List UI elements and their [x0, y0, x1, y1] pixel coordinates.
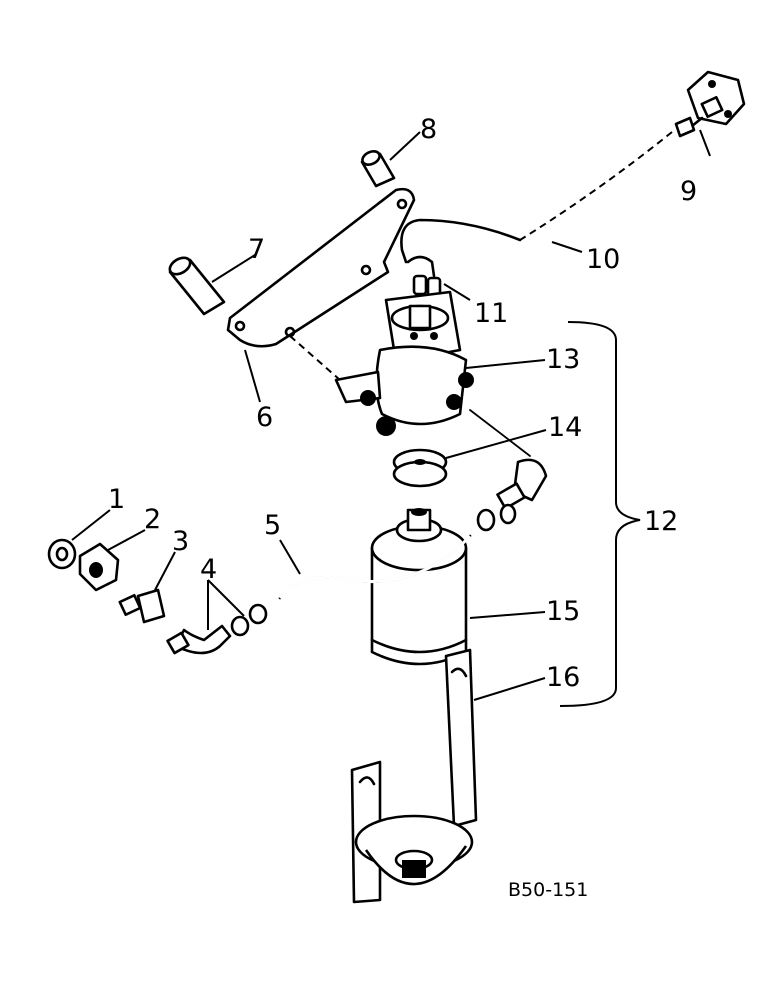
callout-13: 13	[546, 344, 580, 375]
part-11-terminal	[412, 274, 442, 298]
part-3-fitting	[118, 588, 166, 624]
elbow-fitting-right	[476, 458, 548, 532]
part-14-gasket	[392, 448, 448, 488]
part-15-filter-canister	[370, 508, 468, 666]
part-1-washer	[47, 538, 77, 570]
callout-14: 14	[548, 412, 582, 443]
callout-9: 9	[680, 176, 697, 207]
callout-6: 6	[256, 402, 273, 433]
part-16-strap-bracket	[350, 648, 478, 904]
callout-12: 12	[644, 506, 678, 537]
callout-15: 15	[546, 596, 580, 627]
callout-16: 16	[546, 662, 580, 693]
part-13-solenoid-valve	[334, 290, 531, 457]
part-10-wire	[400, 131, 673, 278]
part-9-flange-switch	[674, 70, 746, 138]
part-7-sleeve	[168, 256, 226, 316]
callout-7: 7	[248, 234, 265, 265]
callout-10: 10	[586, 244, 620, 275]
part-5-tube	[278, 534, 472, 600]
callout-3: 3	[172, 526, 189, 557]
callout-8: 8	[420, 114, 437, 145]
part-2-nut	[78, 542, 120, 592]
callout-2: 2	[144, 504, 161, 535]
callout-4: 4	[200, 554, 217, 585]
callout-1: 1	[108, 484, 125, 515]
part-6-bracket	[226, 187, 416, 381]
part-8-bushing	[360, 150, 396, 188]
callout-5: 5	[264, 510, 281, 541]
figure-code: B50-151	[508, 879, 588, 901]
leader-lines	[71, 129, 711, 707]
part-4-elbow-set	[166, 603, 268, 655]
callout-11: 11	[474, 298, 508, 329]
